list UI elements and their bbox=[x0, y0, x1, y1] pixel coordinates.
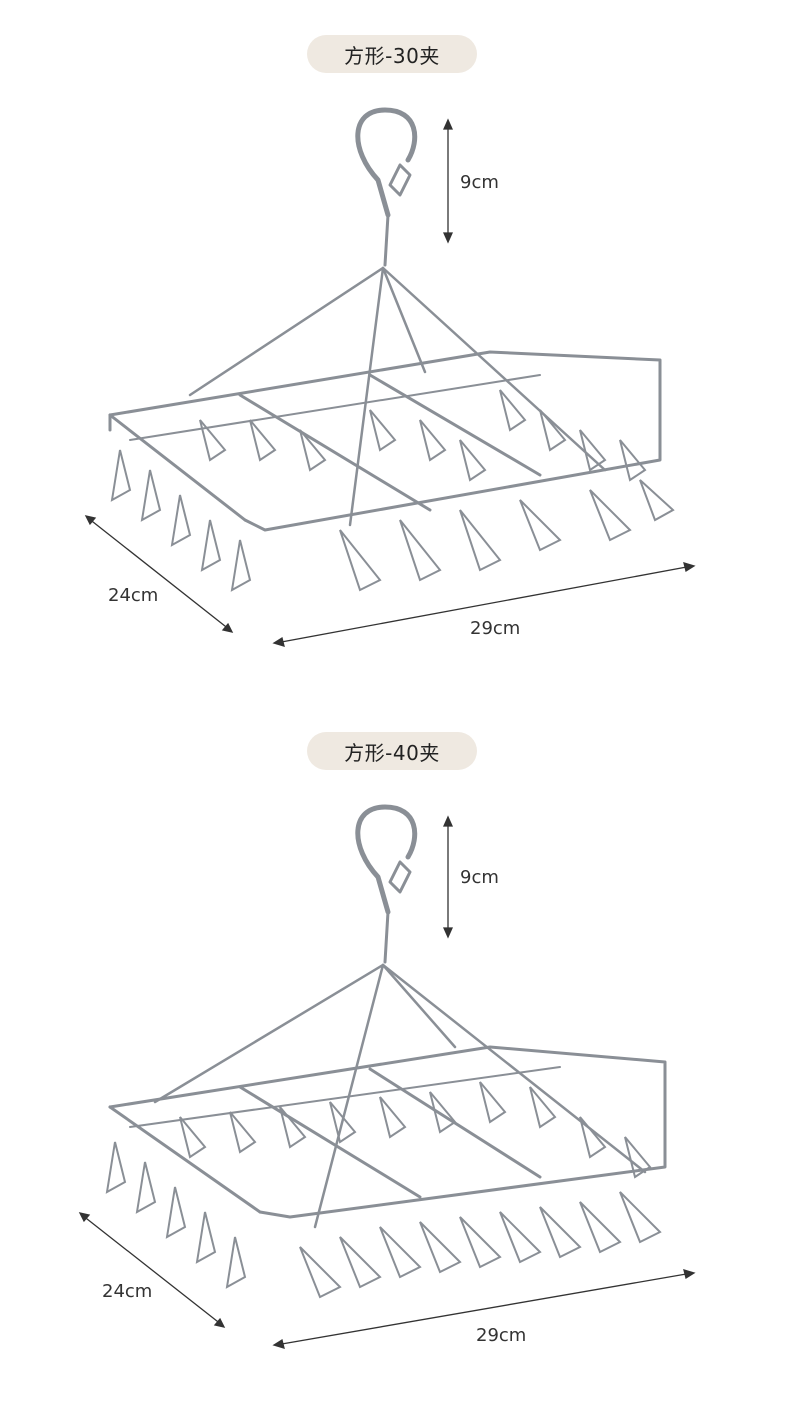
hanger-illustration bbox=[78, 804, 696, 1349]
product-title: 方形-30夹 bbox=[344, 43, 440, 68]
product-section-30: 方形-30夹 bbox=[0, 0, 790, 700]
height-dimension-label: 9cm bbox=[460, 867, 499, 888]
hanger-illustration bbox=[84, 107, 696, 647]
width-dimension-label: 29cm bbox=[470, 618, 521, 639]
product-title: 方形-40夹 bbox=[344, 740, 440, 765]
width-dimension-label: 29cm bbox=[476, 1325, 527, 1346]
height-dimension-label: 9cm bbox=[460, 172, 499, 193]
depth-dimension-label: 24cm bbox=[108, 585, 159, 606]
clip-icon bbox=[110, 389, 675, 592]
product-section-40: 方形-40夹 bbox=[0, 697, 790, 1397]
depth-dimension-label: 24cm bbox=[102, 1281, 153, 1302]
hanger-hook-icon bbox=[355, 107, 418, 218]
product-title-pill: 方形-40夹 bbox=[307, 732, 477, 770]
clip-icon bbox=[105, 1081, 662, 1299]
hanger-hook-icon bbox=[355, 804, 418, 915]
product-title-pill: 方形-30夹 bbox=[307, 35, 477, 73]
